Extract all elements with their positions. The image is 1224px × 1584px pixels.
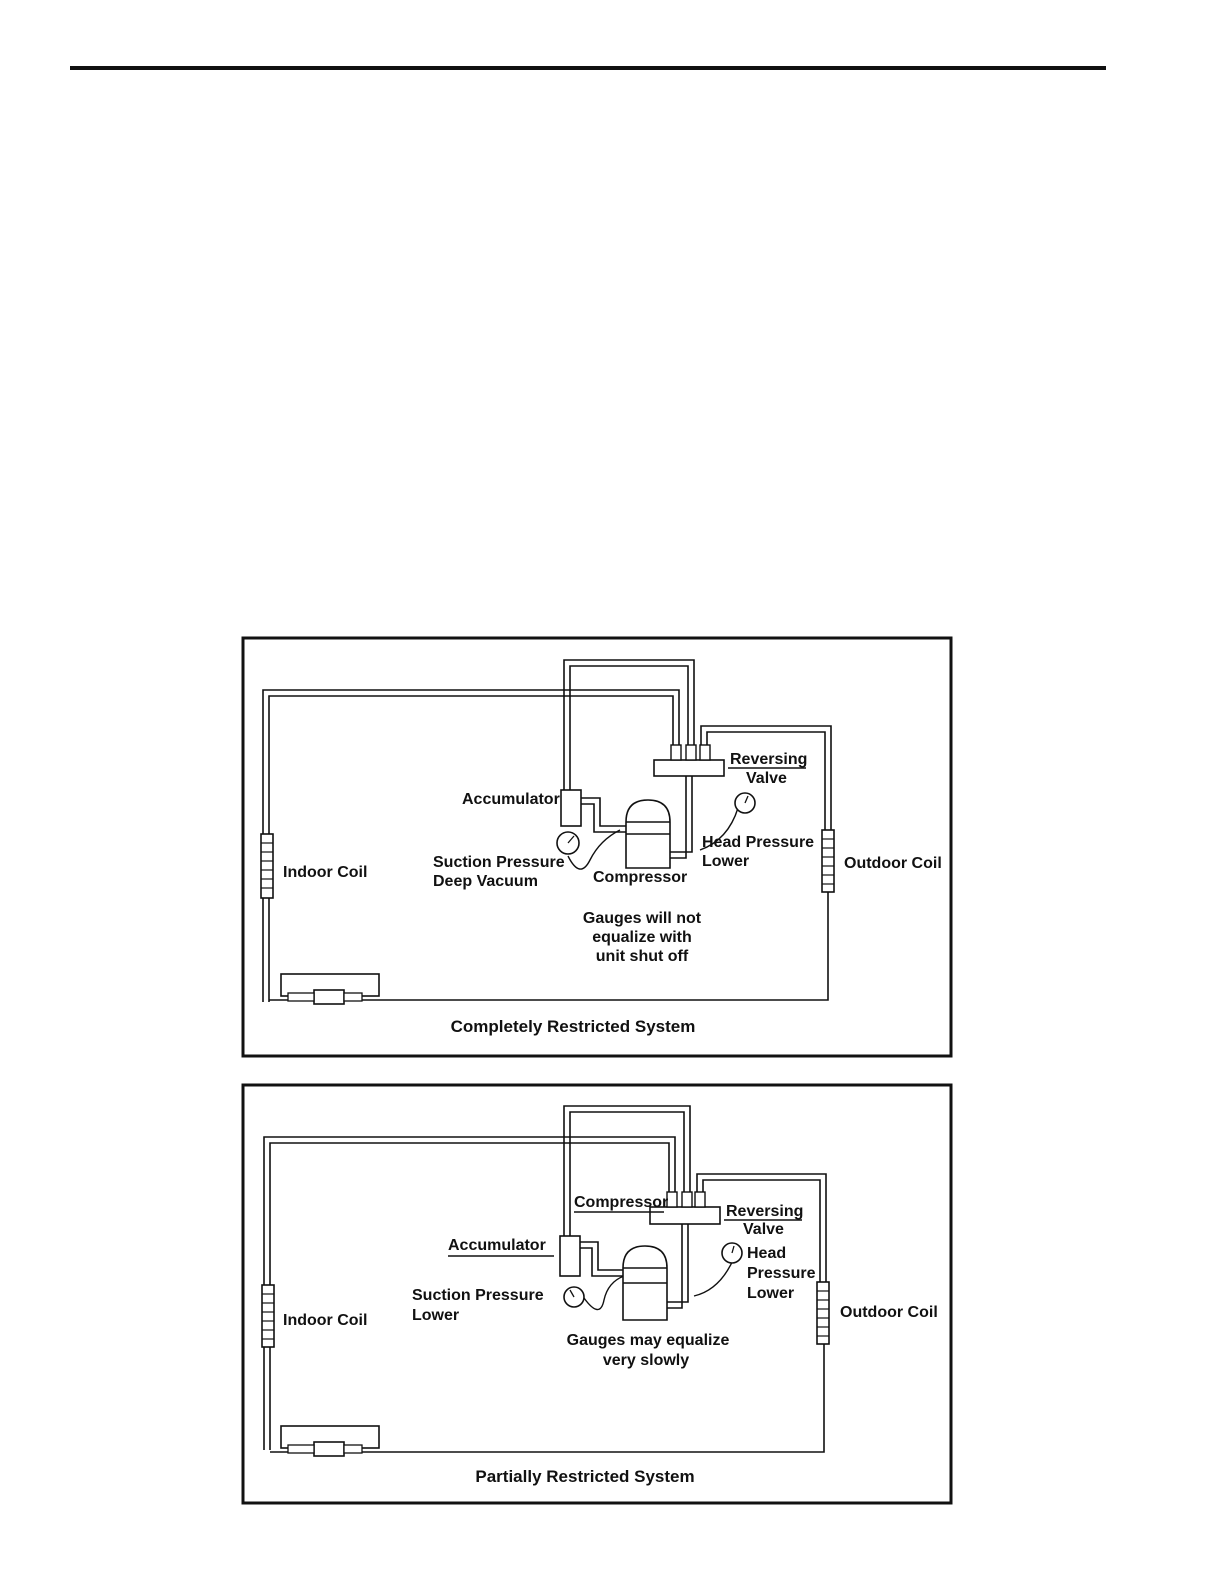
figure-1-reversing-valve: [653, 759, 725, 777]
figure-2-gauges-note-1: Gauges may equalize: [567, 1332, 730, 1349]
figure-1-gauges-note-2: equalize with: [592, 929, 692, 946]
figure-1-head-gauge: [734, 792, 756, 814]
figure-2-frame: [241, 1083, 953, 1505]
figure-2-indoor-coil-label: Indoor Coil: [283, 1312, 367, 1329]
figure-1-indoor-coil: [260, 833, 274, 899]
figure-2-reversing-label: Reversing: [726, 1203, 803, 1220]
figure-2-indoor-coil: [261, 1284, 275, 1348]
figure-1-caption: Completely Restricted System: [451, 1017, 696, 1036]
figure-partially-restricted: Indoor Coil Outdoor Coil Accumulator Com…: [241, 1083, 953, 1505]
figure-1-reversing-label: Reversing: [730, 751, 807, 768]
figure-2-metering-device: [280, 1425, 380, 1457]
figure-2-gauges-note-2: very slowly: [603, 1352, 689, 1369]
figure-2-accumulator: [559, 1235, 581, 1277]
figure-2-suction-label-1: Suction Pressure: [412, 1287, 544, 1304]
figure-1-frame: [241, 636, 953, 1058]
figure-1-head-label-2: Lower: [702, 853, 749, 870]
figure-2-head-label-3: Lower: [747, 1285, 794, 1302]
figure-1-suction-gauge: [556, 831, 580, 855]
figure-1-outdoor-coil-label: Outdoor Coil: [844, 855, 942, 872]
figure-1-head-label-1: Head Pressure: [702, 834, 814, 851]
figure-1-suction-label-1: Suction Pressure: [433, 854, 565, 871]
figure-2-compressor-label: Compressor: [574, 1194, 668, 1211]
figure-2-valve-label: Valve: [743, 1221, 784, 1238]
figure-1-suction-label-2: Deep Vacuum: [433, 873, 538, 890]
figure-1-indoor-coil-label: Indoor Coil: [283, 864, 367, 881]
figure-1-valve-label: Valve: [746, 770, 787, 787]
figure-2-head-label-2: Pressure: [747, 1265, 816, 1282]
figure-2-piping: [263, 1105, 827, 1453]
figure-2-outdoor-coil: [816, 1281, 830, 1345]
figure-completely-restricted: Indoor Coil Outdoor Coil Accumulator Com…: [241, 636, 953, 1058]
figure-2-caption: Partially Restricted System: [475, 1467, 694, 1486]
figure-2-suction-label-2: Lower: [412, 1307, 459, 1324]
figure-2-head-label-1: Head: [747, 1245, 786, 1262]
figure-1-metering-device: [280, 973, 380, 1005]
figure-1-gauges-note-1: Gauges will not: [583, 910, 702, 927]
figure-1-gauges-note-3: unit shut off: [596, 948, 689, 965]
figure-1-piping: [262, 659, 832, 1002]
figure-1-accumulator-label: Accumulator: [462, 791, 560, 808]
figure-2-accumulator-label: Accumulator: [448, 1237, 546, 1254]
figure-2-outdoor-coil-label: Outdoor Coil: [840, 1304, 938, 1321]
figure-1-accumulator: [560, 789, 582, 827]
figure-1-compressor-label: Compressor: [593, 869, 687, 886]
figure-2-suction-gauge: [563, 1286, 585, 1308]
figure-1-outdoor-coil: [821, 829, 835, 893]
figure-2-head-gauge: [721, 1242, 743, 1264]
header-rule: [70, 66, 1106, 70]
